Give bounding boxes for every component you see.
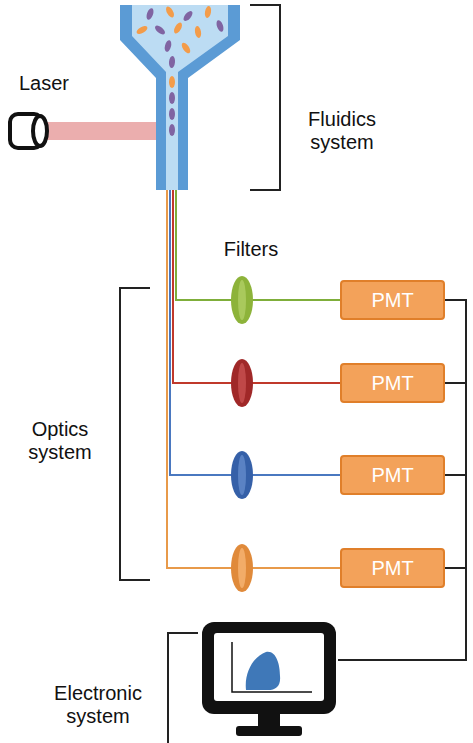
section-name: Electronic system	[36, 682, 160, 728]
section-name: Optics system	[8, 418, 112, 464]
signal-wires	[338, 300, 466, 660]
node-text: PMT	[371, 557, 413, 580]
node-text: PMT	[371, 289, 413, 312]
pmt-box: PMT	[340, 548, 445, 588]
computer-monitor	[202, 622, 336, 736]
pmt-box: PMT	[340, 280, 445, 320]
pmt-box: PMT	[340, 363, 445, 403]
part-name: Laser	[4, 72, 84, 95]
node-text: PMT	[371, 464, 413, 487]
node-text: PMT	[371, 372, 413, 395]
cell-particles	[135, 5, 225, 136]
laser-symbol	[10, 114, 47, 148]
laser-beam	[40, 122, 168, 140]
bracket	[168, 633, 198, 743]
bracket	[250, 5, 280, 190]
part-name: Filters	[206, 238, 296, 261]
bracket	[120, 288, 150, 580]
light-paths	[167, 190, 340, 568]
filter-lens	[231, 276, 253, 592]
section-name: Fluidics system	[292, 108, 392, 154]
flow-cell	[120, 5, 240, 190]
pmt-box: PMT	[340, 455, 445, 495]
